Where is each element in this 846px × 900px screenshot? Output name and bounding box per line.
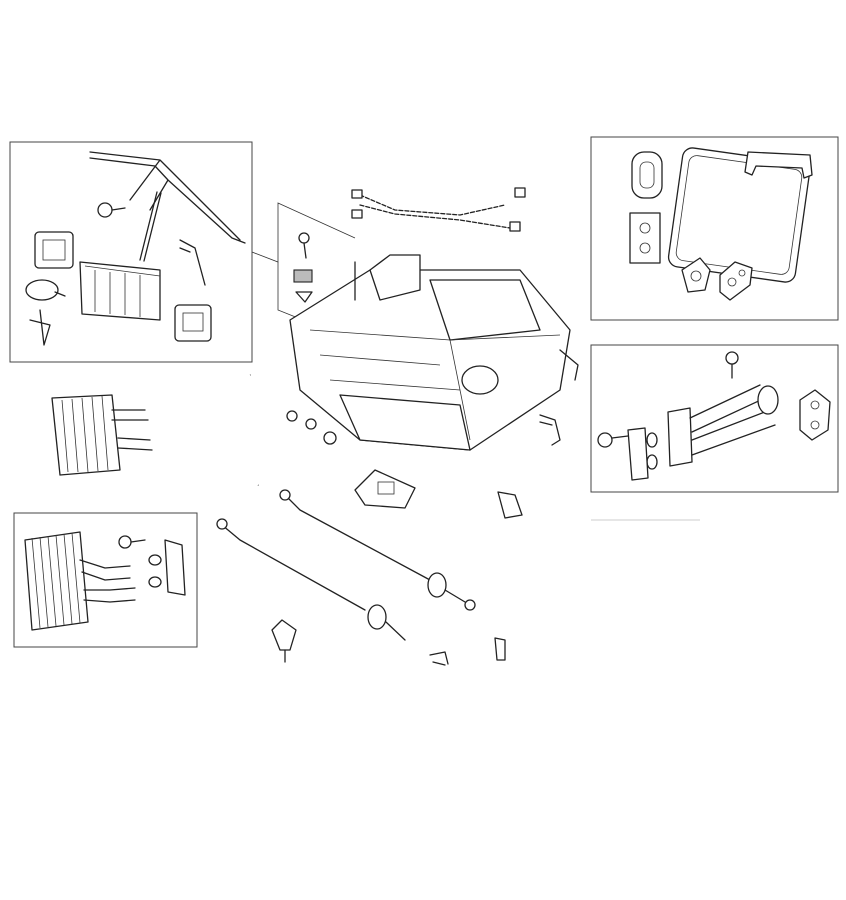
rubber-mount — [354, 469, 416, 509]
detail-box-seals — [590, 136, 839, 321]
screw — [298, 232, 310, 259]
seal-strip — [744, 151, 813, 179]
clip-nut — [293, 269, 313, 283]
servo-motor-2 — [174, 304, 212, 342]
flap-housing — [79, 261, 161, 321]
leader-line — [277, 262, 299, 319]
hvac-housing — [289, 254, 579, 451]
leader-line — [251, 202, 356, 263]
actuator-rod — [139, 191, 162, 262]
heater-core — [24, 531, 136, 631]
bracket-right — [539, 414, 561, 446]
seal-grommet-2 — [719, 261, 753, 301]
pipe-flange — [627, 427, 649, 481]
pipe-grommet — [799, 389, 831, 441]
wiring-harness — [351, 187, 526, 232]
seal-oval — [631, 151, 663, 199]
small-clip — [429, 651, 449, 666]
detail-box-heater-core — [13, 512, 198, 648]
seal-grommet-1 — [681, 257, 711, 293]
control-cable-2 — [216, 518, 406, 641]
drain-hose — [225, 373, 260, 487]
lever-link — [179, 239, 206, 286]
seal-square — [629, 212, 661, 264]
heater-pipes — [667, 384, 779, 467]
servo-motor — [34, 231, 74, 269]
clip-bracket — [497, 491, 523, 519]
o-rings — [286, 410, 337, 445]
heater-flange — [164, 539, 186, 596]
cable-bracket — [89, 151, 246, 244]
heater-seals — [148, 554, 162, 588]
pipe-o-rings — [646, 432, 658, 470]
clip-small — [295, 291, 313, 303]
pipe-screw — [725, 351, 739, 379]
cable-clip — [271, 619, 297, 663]
evaporator — [51, 394, 153, 476]
detail-box-heater-pipes — [590, 344, 839, 493]
pivot-arm — [29, 309, 51, 346]
control-cable-1 — [279, 489, 476, 611]
small-bracket — [494, 637, 506, 661]
pipe-bolt — [597, 432, 629, 448]
gear-plate — [25, 279, 66, 301]
small-screw-actuator — [97, 202, 126, 218]
heater-bolt — [118, 535, 146, 549]
